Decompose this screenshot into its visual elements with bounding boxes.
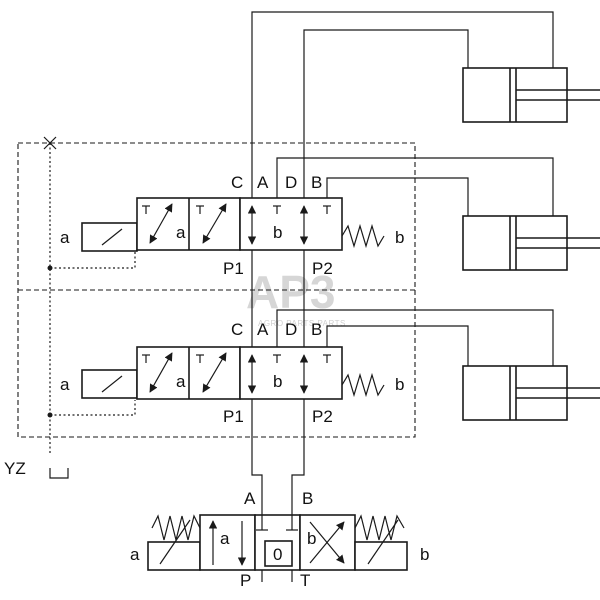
- section-enclosure: [17, 142, 416, 438]
- yz-label: YZ: [4, 459, 26, 478]
- upper-valve-section: [81, 197, 385, 252]
- main-valve: [147, 514, 408, 582]
- main-solenoid-b-label: b: [420, 545, 429, 564]
- lower-position-b: b: [273, 372, 282, 391]
- upper-port-p2: P2: [312, 259, 333, 278]
- lower-port-p2: P2: [312, 407, 333, 426]
- upper-port-p1: P1: [223, 259, 244, 278]
- lower-port-a: A: [257, 320, 269, 339]
- upper-port-a: A: [257, 173, 269, 192]
- main-position-a: a: [220, 529, 230, 548]
- main-position-b: b: [307, 529, 316, 548]
- labels: C A D B a a b b P1 P2 C A D B a a b b P1…: [4, 173, 429, 590]
- upper-solenoid-label: a: [60, 228, 70, 247]
- upper-position-a: a: [176, 223, 186, 242]
- cylinder-middle: [462, 215, 600, 271]
- lower-valve-section: [81, 346, 385, 400]
- upper-port-c: C: [231, 173, 243, 192]
- main-port-p: P: [240, 571, 251, 590]
- lower-port-b: B: [311, 320, 322, 339]
- upper-port-b: B: [311, 173, 322, 192]
- lower-solenoid: [81, 369, 138, 399]
- lower-spring-label: b: [395, 375, 404, 394]
- pilot-lines: [43, 136, 136, 479]
- main-port-a: A: [244, 489, 256, 508]
- lower-position-a: a: [176, 372, 186, 391]
- lower-port-c: C: [231, 320, 243, 339]
- main-solenoid-a: [147, 541, 201, 571]
- main-center-label: 0: [273, 545, 282, 564]
- cylinder-bottom: [462, 365, 600, 421]
- watermark-tagline: AGRO PARTS PARTS: [258, 319, 346, 328]
- main-solenoid-a-label: a: [130, 545, 140, 564]
- lower-port-d: D: [285, 320, 297, 339]
- lower-port-p1: P1: [223, 407, 244, 426]
- cylinder-top: [462, 67, 600, 123]
- upper-port-d: D: [285, 173, 297, 192]
- lower-solenoid-label: a: [60, 375, 70, 394]
- main-solenoid-b: [354, 541, 408, 571]
- main-port-t: T: [300, 571, 310, 590]
- upper-spring-label: b: [395, 228, 404, 247]
- watermark-logo: AP3: [246, 266, 335, 318]
- upper-position-b: b: [273, 223, 282, 242]
- upper-solenoid: [81, 222, 138, 252]
- main-port-b: B: [302, 489, 313, 508]
